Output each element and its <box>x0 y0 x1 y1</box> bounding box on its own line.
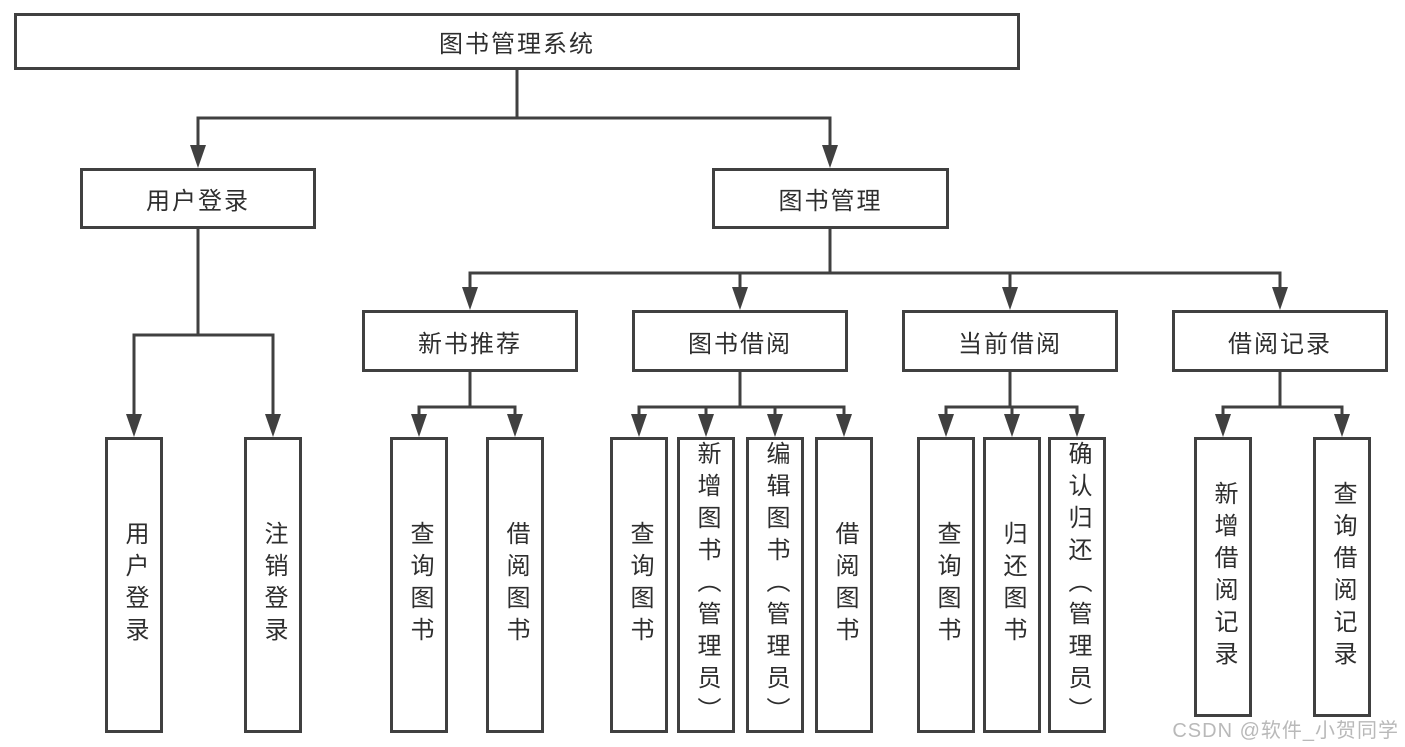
leaf-borrow-books-recommend-label: 借阅图书 <box>502 521 529 649</box>
connector-root-to-level2 <box>196 70 832 152</box>
leaf-borrow-books-recommend: 借阅图书 <box>486 437 544 733</box>
arrowhead <box>265 414 281 437</box>
arrowheads <box>126 145 1350 437</box>
leaf-borrow-books-label: 借阅图书 <box>831 521 858 649</box>
arrowhead <box>1272 287 1288 310</box>
leaf-return-book-label: 归还图书 <box>999 521 1026 649</box>
connector-borrow-records-to-leaves <box>1221 372 1344 421</box>
leaf-add-book-admin-label: 新增图书（管理员） <box>693 441 720 729</box>
connector-book-mgmt-to-level3 <box>468 229 1282 294</box>
leaf-logout-label: 注销登录 <box>260 521 287 649</box>
arrowhead <box>732 287 748 310</box>
node-book-management: 图书管理 <box>712 168 949 229</box>
node-current-borrow: 当前借阅 <box>902 310 1118 372</box>
arrowhead <box>1334 414 1350 437</box>
leaf-add-book-admin: 新增图书（管理员） <box>677 437 735 733</box>
arrowhead <box>822 145 838 168</box>
arrowhead <box>1215 414 1231 437</box>
leaf-query-books-current-label: 查询图书 <box>933 521 960 649</box>
arrowhead <box>126 414 142 437</box>
connector-book-borrow-to-leaves <box>637 372 846 421</box>
node-book-borrow: 图书借阅 <box>632 310 848 372</box>
node-root: 图书管理系统 <box>14 13 1020 70</box>
arrowhead <box>631 414 647 437</box>
leaf-borrow-books: 借阅图书 <box>815 437 873 733</box>
connector-user-login-to-leaves <box>132 229 275 421</box>
leaf-edit-book-admin-label: 编辑图书（管理员） <box>762 441 789 729</box>
leaf-logout: 注销登录 <box>244 437 302 733</box>
connector-new-book-to-leaves <box>417 372 517 421</box>
node-root-label: 图书管理系统 <box>439 31 595 58</box>
node-current-borrow-label: 当前借阅 <box>958 330 1062 358</box>
leaf-add-borrow-record-label: 新增借阅记录 <box>1210 481 1237 673</box>
leaf-query-books-recommend: 查询图书 <box>390 437 448 733</box>
node-user-login: 用户登录 <box>80 168 316 229</box>
arrowhead <box>767 414 783 437</box>
arrowhead <box>698 414 714 437</box>
node-book-borrow-label: 图书借阅 <box>688 330 792 358</box>
arrowhead <box>190 145 206 168</box>
leaf-return-book: 归还图书 <box>983 437 1041 733</box>
leaf-confirm-return-admin-label: 确认归还（管理员） <box>1064 441 1091 729</box>
arrowhead <box>507 414 523 437</box>
arrowhead <box>462 287 478 310</box>
leaf-query-borrow-record: 查询借阅记录 <box>1313 437 1371 717</box>
node-new-book-recommend-label: 新书推荐 <box>418 330 522 358</box>
leaf-query-books-borrow: 查询图书 <box>610 437 668 733</box>
leaf-user-login: 用户登录 <box>105 437 163 733</box>
node-borrow-records-label: 借阅记录 <box>1228 330 1332 358</box>
node-borrow-records: 借阅记录 <box>1172 310 1388 372</box>
arrowhead <box>836 414 852 437</box>
connector-current-borrow-to-leaves <box>944 372 1079 421</box>
arrowhead <box>1069 414 1085 437</box>
leaf-confirm-return-admin: 确认归还（管理员） <box>1048 437 1106 733</box>
leaf-query-borrow-record-label: 查询借阅记录 <box>1329 481 1356 673</box>
leaf-query-books-recommend-label: 查询图书 <box>406 521 433 649</box>
arrowhead <box>1004 414 1020 437</box>
leaf-add-borrow-record: 新增借阅记录 <box>1194 437 1252 717</box>
arrowhead <box>411 414 427 437</box>
arrowhead <box>938 414 954 437</box>
leaf-query-books-borrow-label: 查询图书 <box>626 521 653 649</box>
leaf-edit-book-admin: 编辑图书（管理员） <box>746 437 804 733</box>
node-user-login-label: 用户登录 <box>146 188 250 215</box>
node-new-book-recommend: 新书推荐 <box>362 310 578 372</box>
csdn-watermark: CSDN @软件_小贺同学 <box>1172 720 1399 742</box>
node-book-management-label: 图书管理 <box>778 188 883 215</box>
leaf-query-books-current: 查询图书 <box>917 437 975 733</box>
leaf-user-login-label: 用户登录 <box>121 521 148 649</box>
arrowhead <box>1002 287 1018 310</box>
